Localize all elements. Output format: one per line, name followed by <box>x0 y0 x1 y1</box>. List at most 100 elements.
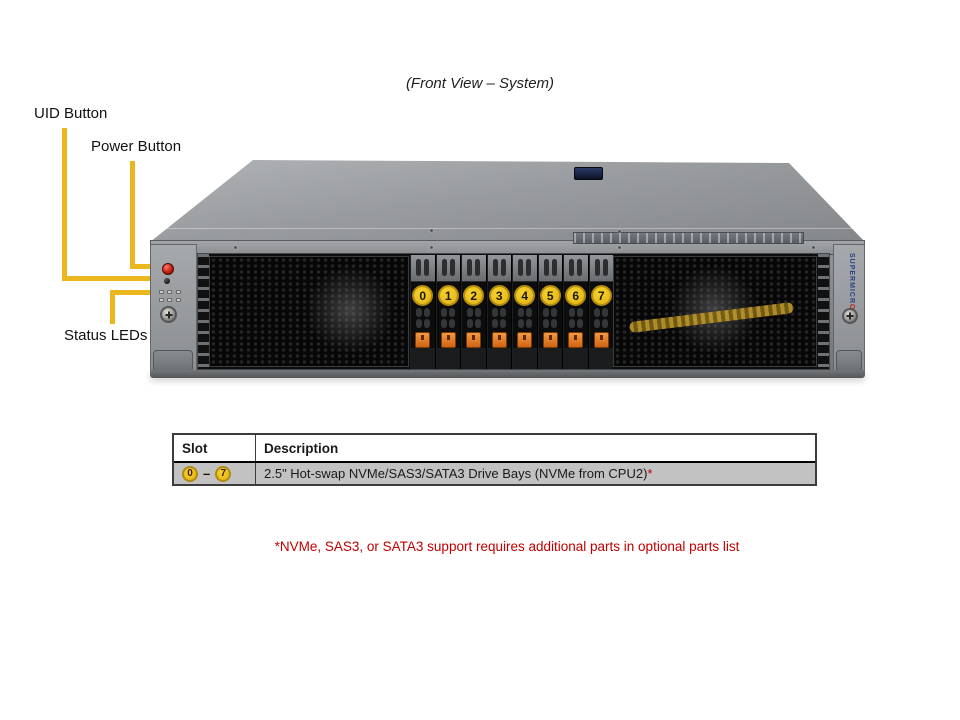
power-button-label: Power Button <box>91 138 182 155</box>
drive-bay-7: 7 <box>588 255 614 369</box>
footnote-text: *NVMe, SAS3, or SATA3 support requires a… <box>274 539 740 554</box>
table-data-row: 0 – 7 2.5" Hot-swap NVMe/SAS3/SATA3 Driv… <box>174 463 815 484</box>
sticker-barcode <box>574 233 803 243</box>
drive-release-latch <box>542 332 558 348</box>
supermicro-logo: SUPERMICRO <box>843 250 855 314</box>
drive-bay-number-badge: 1 <box>437 285 459 306</box>
top-panel-seam <box>163 228 853 229</box>
drive-vent-holes <box>513 308 537 330</box>
uid-button <box>164 278 170 284</box>
screw-dot <box>430 229 433 232</box>
slot-badge-7: 7 <box>215 465 232 482</box>
status-callout-line-horizontal <box>110 290 170 295</box>
led-dot <box>167 290 173 294</box>
uid-callout-line-horizontal <box>62 276 168 281</box>
drive-carrier-handle <box>564 255 588 282</box>
drive-release-latch <box>491 332 507 348</box>
drive-bay-base <box>589 348 613 369</box>
drive-bay-base <box>462 348 486 369</box>
right-ear-handle <box>836 350 862 372</box>
led-dot <box>167 298 173 302</box>
drive-bay-base <box>436 348 460 369</box>
led-dot <box>175 290 181 294</box>
drive-bay-number-badge: 0 <box>412 285 434 306</box>
drive-bay-3: 3 <box>486 255 511 369</box>
uid-button-label: UID Button <box>34 105 108 122</box>
led-dot <box>159 298 164 302</box>
power-button <box>162 263 174 275</box>
screw-dot <box>618 230 621 233</box>
uid-callout-line-vertical <box>62 128 67 280</box>
left-ear-handle <box>153 350 193 372</box>
table-header-slot: Slot <box>174 435 256 461</box>
led-dot <box>175 298 181 302</box>
chassis-badge <box>574 167 603 180</box>
drive-bay-2: 2 <box>461 255 486 369</box>
description-text: 2.5" Hot-swap NVMe/SAS3/SATA3 Drive Bays… <box>264 466 648 481</box>
drive-bay-number-badge: 7 <box>590 285 612 306</box>
header-description-text: Description <box>264 440 339 456</box>
vent-slot-column-left <box>198 254 209 369</box>
led-dot <box>159 290 164 294</box>
keylock-left <box>160 306 177 323</box>
drive-bay-4: 4 <box>512 255 537 369</box>
drive-bay-6: 6 <box>563 255 588 369</box>
drive-vent-holes <box>462 308 486 330</box>
drive-bay-base <box>513 348 537 369</box>
power-callout-line-vertical <box>130 161 135 269</box>
slot-badge-0: 0 <box>182 465 198 482</box>
screw-dot <box>430 246 433 249</box>
drive-carrier-handle <box>487 255 511 282</box>
status-callout-line-vertical <box>110 290 115 324</box>
table-header-row: Slot Description <box>174 435 815 463</box>
drive-release-latch <box>440 332 456 348</box>
server-top-panel <box>150 160 865 242</box>
drive-vent-holes <box>564 308 588 330</box>
drive-carrier-handle <box>411 255 435 282</box>
drive-bay-5: 5 <box>537 255 563 369</box>
drive-bay-base <box>538 348 562 369</box>
status-leds-label: Status LEDs <box>64 327 148 344</box>
figure-title: (Front View – System) <box>405 75 555 92</box>
front-bezel: 0 1 2 3 4 <box>197 253 830 370</box>
right-fan-grille <box>613 256 817 367</box>
drive-vent-holes <box>411 308 435 330</box>
drive-bay-number-badge: 4 <box>514 285 536 306</box>
chassis-bottom-edge <box>150 370 865 378</box>
drive-bay-number-badge: 6 <box>565 285 587 306</box>
table-cell-slot-range: 0 – 7 <box>174 463 256 484</box>
fan-hub-hint <box>305 265 395 355</box>
drive-bay-0: 0 <box>410 255 435 369</box>
status-leds <box>158 289 183 305</box>
vent-slot-column-right <box>818 254 829 369</box>
table-cell-description: 2.5" Hot-swap NVMe/SAS3/SATA3 Drive Bays… <box>256 463 815 484</box>
drive-bay-number-badge: 2 <box>463 285 485 306</box>
drive-vent-holes <box>590 308 614 330</box>
serial-label-sticker <box>573 232 804 244</box>
drive-vent-holes <box>539 308 563 330</box>
slot-range-dash: – <box>203 466 211 481</box>
table-header-description: Description <box>256 435 815 461</box>
drive-release-latch <box>568 332 584 348</box>
drive-bay-number-badge: 5 <box>539 285 561 306</box>
drive-carrier-handle <box>462 255 486 282</box>
drive-bay-1: 1 <box>435 255 460 369</box>
keylock-right <box>842 308 858 324</box>
drive-carrier-handle <box>538 255 562 282</box>
left-fan-grille <box>209 256 409 367</box>
drive-carrier-handle <box>513 255 537 282</box>
drive-release-latch <box>593 332 609 348</box>
drive-release-latch <box>415 332 431 348</box>
screw-dot <box>812 246 815 249</box>
drive-bay-array: 0 1 2 3 4 <box>410 255 613 369</box>
drive-carrier-handle <box>436 255 460 282</box>
drive-bay-base <box>564 348 588 369</box>
drive-bay-number-badge: 3 <box>488 285 510 306</box>
drive-release-latch <box>517 332 533 348</box>
drive-carrier-handle <box>589 255 613 282</box>
header-slot-text: Slot <box>182 440 208 456</box>
drive-bay-base <box>411 348 435 369</box>
slot-description-table: Slot Description 0 – 7 2.5" Hot-swap NVM… <box>172 433 817 486</box>
screw-dot <box>618 246 621 249</box>
footnote-marker: * <box>647 466 653 481</box>
